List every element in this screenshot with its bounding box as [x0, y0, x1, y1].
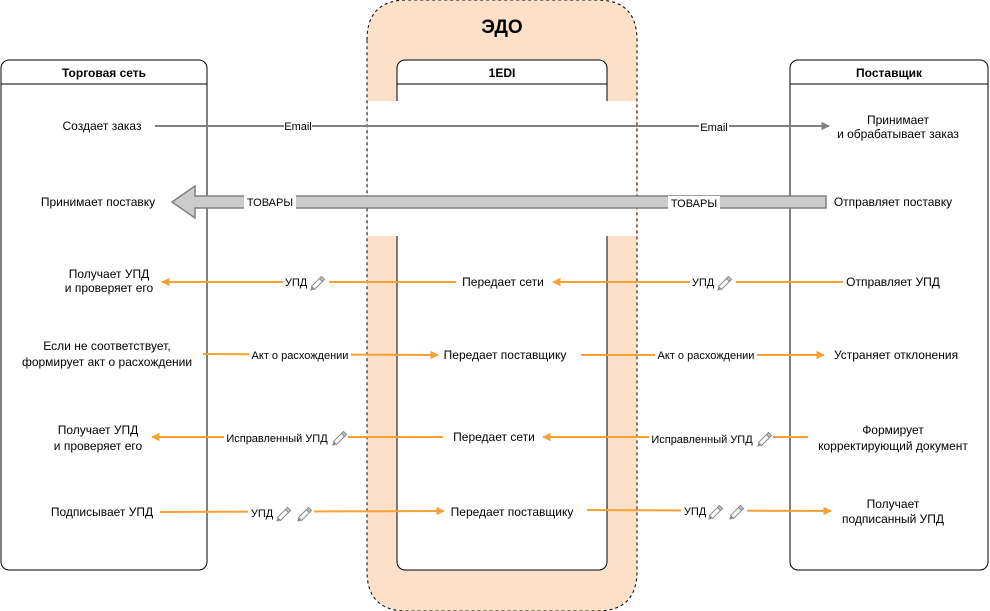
- lane-edi-title: 1EDI: [489, 66, 516, 80]
- edge-label-email-left: Email: [284, 121, 312, 133]
- node-supplier-send-delivery: Отправляет поставку: [834, 195, 952, 209]
- node-supplier-correction-2: корректирующий документ: [818, 439, 968, 453]
- node-retail-accept-delivery: Принимает поставку: [41, 195, 155, 209]
- node-supplier-receive-signed-1: Получает: [867, 497, 920, 511]
- edge-label-goods-right: ТОВАРЫ: [671, 198, 717, 210]
- node-edi-pass-to-supplier: Передает поставщику: [444, 348, 567, 362]
- edge-label-corrected-right: Исправленный УПД: [651, 434, 753, 446]
- edge-label-signed-left: УПД: [251, 508, 274, 520]
- node-edi-pass-signed: Передает поставщику: [451, 505, 574, 519]
- lane-retail-title: Торговая сеть: [62, 66, 146, 80]
- node-supplier-receive-order-1: Принимает: [867, 113, 930, 127]
- node-retail-receive-corrected-2: и проверяет его: [54, 439, 143, 453]
- edge-label-signed-right: УПД: [684, 506, 707, 518]
- node-edi-pass-to-retail: Передает сети: [462, 275, 544, 289]
- node-retail-create-order: Создает заказ: [63, 119, 142, 133]
- arrow-goods: [170, 184, 827, 220]
- node-retail-receive-corrected-1: Получает УПД: [58, 423, 138, 437]
- edo-band-gap: [368, 101, 636, 236]
- edge-label-goods-left: ТОВАРЫ: [247, 197, 293, 209]
- lane-retail: Торговая сеть: [0, 59, 208, 571]
- edo-title: ЭДО: [481, 17, 522, 38]
- edge-label-act-right: Акт о расхождении: [658, 350, 755, 362]
- node-supplier-receive-signed-2: подписанный УПД: [842, 512, 944, 526]
- lane-supplier: Поставщик: [789, 59, 989, 571]
- node-retail-receive-upd-1: Получает УПД: [69, 267, 149, 281]
- node-retail-discrepancy-1: Если не соответствует,: [43, 339, 170, 353]
- node-supplier-receive-order-2: и обрабатывает заказ: [837, 127, 959, 141]
- edge-label-act-left: Акт о расхождении: [252, 350, 349, 362]
- node-edi-pass-corrected: Передает сети: [453, 430, 535, 444]
- node-retail-sign-upd: Подписывает УПД: [51, 505, 153, 519]
- edge-label-upd-left: УПД: [285, 277, 308, 289]
- node-supplier-send-upd: Отправляет УПД: [846, 275, 940, 289]
- node-retail-receive-upd-2: и проверяет его: [65, 281, 154, 295]
- edge-label-email-right: Email: [700, 122, 728, 134]
- node-retail-discrepancy-2: формирует акт о расхождении: [22, 355, 192, 369]
- node-supplier-fix-deviations: Устраняет отклонения: [834, 348, 958, 362]
- lane-supplier-title: Поставщик: [856, 66, 923, 80]
- node-supplier-correction-1: Формирует: [862, 423, 924, 437]
- edge-label-upd-right: УПД: [692, 277, 715, 289]
- edge-label-corrected-left: Исправленный УПД: [226, 433, 328, 445]
